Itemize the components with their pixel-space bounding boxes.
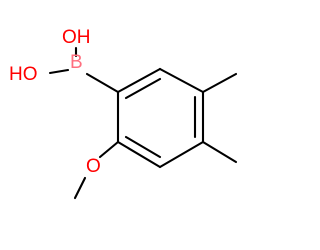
bond-ring-to-top-methyl bbox=[201, 72, 238, 94]
ring-bond-c1-c2 bbox=[116, 67, 162, 94]
ring-bond-c4-c5 bbox=[158, 140, 205, 169]
hydroxyl-top-label: OH bbox=[62, 27, 91, 48]
ring-bond-c5-c6 bbox=[116, 140, 162, 169]
molecule-structure: OH HO B O bbox=[9, 27, 238, 200]
molecule-canvas: OH HO B O bbox=[9, 27, 238, 200]
hydroxyl-left-label: HO bbox=[9, 64, 38, 85]
ring-bond-c2-c3 bbox=[158, 67, 205, 94]
bond-ring-to-methoxy-oxygen bbox=[98, 140, 120, 159]
methoxy-oxygen-label: O bbox=[86, 156, 101, 177]
bond-methoxy-oxygen-to-methyl bbox=[73, 176, 87, 200]
ring-double-bond-c1-c2 bbox=[124, 77, 162, 100]
bond-ring-to-bottom-methyl bbox=[201, 140, 238, 164]
bond-boron-to-left-oxygen bbox=[48, 68, 70, 75]
bond-ring-to-boron bbox=[85, 72, 120, 94]
ring-double-bond-c5-c6 bbox=[124, 135, 162, 159]
boron-label: B bbox=[70, 52, 83, 73]
